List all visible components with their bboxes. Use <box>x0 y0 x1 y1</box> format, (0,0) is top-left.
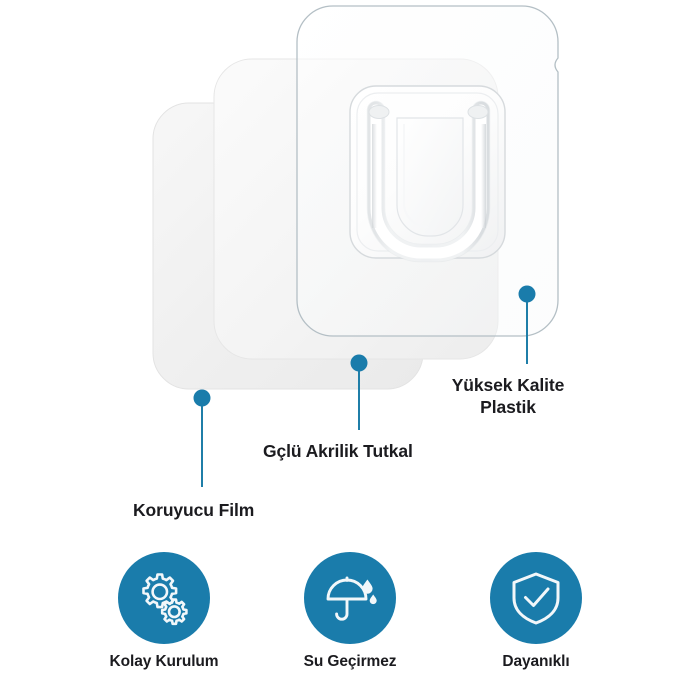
callout-label-koruyucu-film: Koruyucu Film <box>133 500 255 520</box>
feature-badge-kolay-kurulum <box>118 552 210 644</box>
feature-label-dayanikli: Dayanıklı <box>502 653 570 670</box>
callout-leader-akrilik-tutkal <box>350 354 368 430</box>
dot-marker-icon <box>350 354 368 372</box>
feature-kolay-kurulum: Kolay Kurulum <box>99 552 229 671</box>
gears-icon <box>142 573 188 626</box>
callout-leader-koruyucu-film <box>193 389 211 487</box>
feature-label-su-gecirmez: Su Geçirmez <box>303 653 397 670</box>
feature-su-gecirmez: Su Geçirmez <box>285 552 415 671</box>
hook-assembly <box>349 85 506 263</box>
callout-label-akrilik-tutkal: Gçlü Akrilik Tutkal <box>263 441 413 461</box>
feature-badge-su-gecirmez <box>304 552 396 644</box>
dot-marker-icon <box>518 285 536 303</box>
dot-marker-icon <box>193 389 211 407</box>
product-illustration: Koruyucu Film Gçlü Akrilik Tutkal Yüksek… <box>133 5 565 520</box>
feature-label-kolay-kurulum: Kolay Kurulum <box>109 653 219 670</box>
umbrella-rain-icon <box>326 576 377 621</box>
callout-label-yuksek-kalite-plastik: Yüksek Kalite Plastik <box>451 375 565 417</box>
feature-badge-dayanikli <box>490 552 582 644</box>
feature-strip: Kolay Kurulum Su Geçirmez <box>0 552 700 700</box>
shield-check-icon <box>512 572 560 625</box>
feature-dayanikli: Dayanıklı <box>471 552 601 671</box>
product-layers-svg <box>152 5 559 487</box>
callout-leader-yuksek-kalite <box>518 285 536 364</box>
